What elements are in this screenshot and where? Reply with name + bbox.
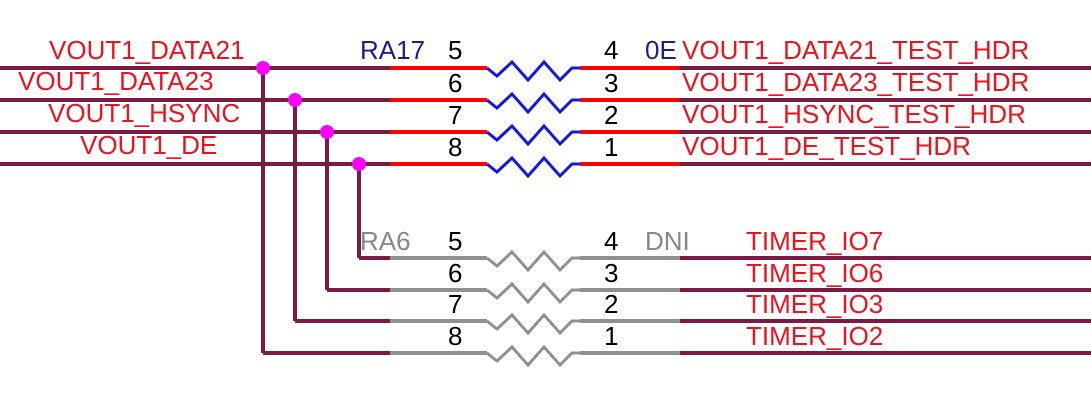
net-label-vout1-data21-test-hdr[interactable]: VOUT1_DATA21_TEST_HDR: [682, 35, 1029, 65]
ra6-pin-number: 6: [448, 258, 462, 288]
ra6-resistor-4: [486, 344, 580, 368]
ra6-resistor-1: [486, 249, 580, 273]
ra17-pin-number: 2: [604, 100, 618, 130]
ra17-pin-number: 6: [448, 68, 462, 98]
junction-dot: [256, 61, 270, 75]
ra6-pin-numbers: 5 6 7 8 4 3 2 1: [448, 226, 618, 351]
ra17-pin-number: 5: [448, 35, 462, 65]
net-label-timer-io2[interactable]: TIMER_IO2: [746, 321, 883, 351]
ra6-value: DNI: [645, 226, 690, 256]
net-label-timer-io3[interactable]: TIMER_IO3: [746, 289, 883, 319]
net-label-vout1-hsync[interactable]: VOUT1_HSYNC: [48, 98, 240, 128]
net-label-vout1-data21[interactable]: VOUT1_DATA21: [49, 35, 245, 65]
resistor-array-ra6[interactable]: [390, 249, 680, 368]
junction-dot: [288, 93, 302, 107]
ra17-designator[interactable]: RA17: [360, 35, 425, 65]
ra17-resistor-2: [486, 91, 580, 115]
ra6-pin-number: 3: [604, 258, 618, 288]
net-label-timer-io7[interactable]: TIMER_IO7: [746, 226, 883, 256]
ra17-pin-number: 1: [604, 132, 618, 162]
ra6-pin-number: 2: [604, 289, 618, 319]
left-net-labels: VOUT1_DATA21 VOUT1_DATA23 VOUT1_HSYNC VO…: [18, 35, 245, 160]
net-label-vout1-de[interactable]: VOUT1_DE: [80, 130, 217, 160]
ra17-pin-number: 8: [448, 132, 462, 162]
ra17-resistor-4: [486, 155, 580, 179]
ra6-designator[interactable]: RA6: [360, 226, 411, 256]
ra6-pin-number: 1: [604, 321, 618, 351]
junctions: [256, 61, 366, 171]
net-label-vout1-data23[interactable]: VOUT1_DATA23: [18, 66, 214, 96]
ra17-resistor-1: [486, 59, 580, 83]
net-label-timer-io6[interactable]: TIMER_IO6: [746, 258, 883, 288]
ra6-resistor-2: [486, 281, 580, 305]
ra17-value: 0E: [645, 35, 677, 65]
net-label-vout1-hsync-test-hdr[interactable]: VOUT1_HSYNC_TEST_HDR: [682, 99, 1026, 129]
net-label-vout1-de-test-hdr[interactable]: VOUT1_DE_TEST_HDR: [682, 131, 971, 161]
ra6-resistor-3: [486, 312, 580, 336]
ra17-resistor-3: [486, 123, 580, 147]
ra6-pin-number: 8: [448, 321, 462, 351]
ra17-right-net-labels: VOUT1_DATA21_TEST_HDR VOUT1_DATA23_TEST_…: [682, 35, 1029, 161]
ra17-pin-numbers: 5 6 7 8 4 3 2 1: [448, 35, 618, 162]
ra6-pin-number: 4: [604, 226, 618, 256]
ra6-pin-number: 7: [448, 289, 462, 319]
resistor-array-ra17[interactable]: [390, 59, 680, 179]
net-label-vout1-data23-test-hdr[interactable]: VOUT1_DATA23_TEST_HDR: [682, 67, 1029, 97]
wires: [0, 66, 1091, 355]
ra17-pin-number: 3: [604, 68, 618, 98]
ra6-pin-number: 5: [448, 226, 462, 256]
ra6-right-net-labels: TIMER_IO7 TIMER_IO6 TIMER_IO3 TIMER_IO2: [746, 226, 883, 351]
ra17-pin-number: 4: [604, 35, 618, 65]
junction-dot: [352, 157, 366, 171]
ra17-pin-number: 7: [448, 100, 462, 130]
junction-dot: [320, 125, 334, 139]
